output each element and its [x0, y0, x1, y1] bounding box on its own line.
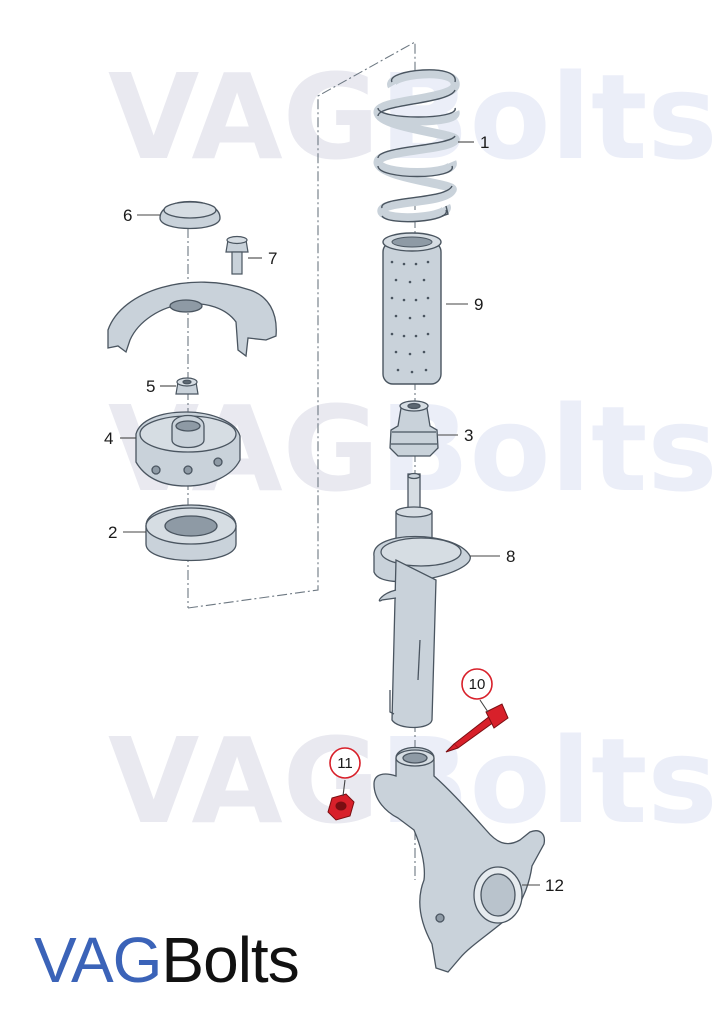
cap: [159, 200, 221, 230]
callout-labels: 1 9 3 8 6 7 5 4 2 12 10 11: [104, 133, 564, 895]
shock-absorber: [373, 472, 471, 729]
strut-mount: [135, 411, 241, 487]
nut-11-highlighted: [327, 793, 355, 821]
callout-12: 12: [545, 876, 564, 895]
callout-6: 6: [123, 206, 132, 225]
callout-2: 2: [108, 523, 117, 542]
callout-4: 4: [104, 429, 113, 448]
wheel-bearing-housing: [373, 746, 546, 973]
callout-8: 8: [506, 547, 515, 566]
strut-bearing: [145, 504, 237, 562]
nut-5: [175, 377, 199, 395]
brand-logo: VAGBolts: [34, 928, 300, 992]
svg-text:VAGBolts: VAGBolts: [108, 712, 712, 850]
callout-11: 11: [337, 755, 353, 772]
callout-7: 7: [268, 249, 277, 268]
brand-logo-part2: Bolts: [161, 924, 299, 996]
coil-spring: [373, 69, 460, 223]
callout-10-ring: [461, 668, 493, 700]
callout-5: 5: [146, 377, 155, 396]
callout-3: 3: [464, 426, 473, 445]
bolt-7: [225, 235, 249, 275]
heat-shield: [107, 281, 277, 358]
callout-1: 1: [480, 133, 489, 152]
brand-logo-part1: VAG: [34, 924, 162, 996]
protective-sleeve: [382, 232, 442, 385]
callout-9: 9: [474, 295, 483, 314]
callout-10: 10: [469, 676, 486, 693]
watermark: VAGBolts VAGBolts VAGBolts: [108, 48, 712, 850]
callout-11-ring: [329, 747, 361, 779]
bolt-10-highlighted: [445, 703, 509, 753]
bump-stop: [389, 400, 439, 457]
leader-lines: [120, 141, 540, 886]
